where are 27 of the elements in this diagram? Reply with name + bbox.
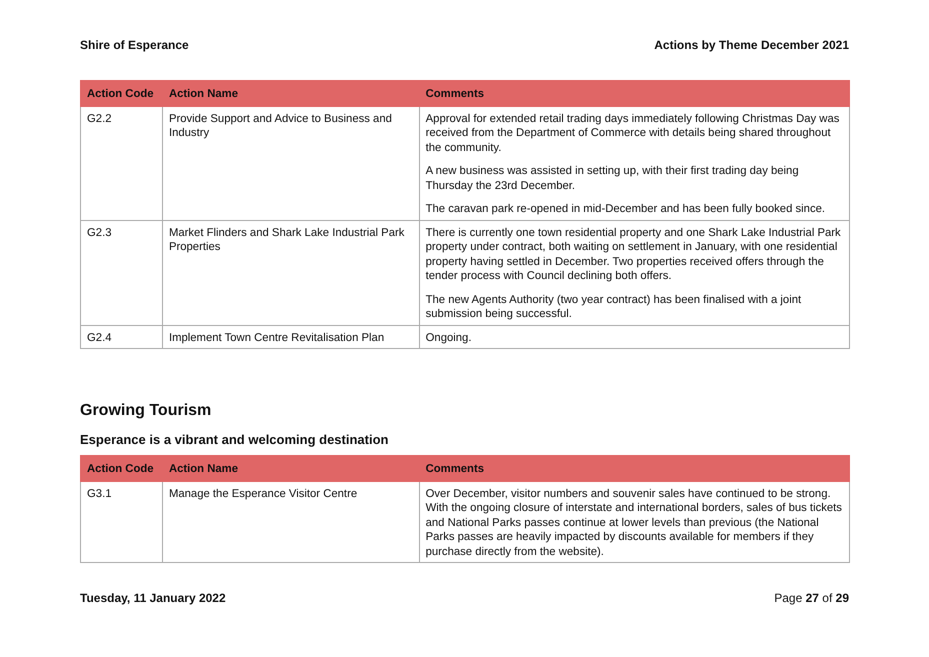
page-header: Actions by Theme December 2021: [654, 38, 849, 52]
section-heading: Growing Tourism: [80, 402, 212, 420]
comment-paragraph: The caravan park re-opened in mid-December and has been fully booked since.: [426, 202, 826, 216]
column-header: Action Code: [80, 80, 162, 106]
comment-paragraph: Approval for extended retail trading days immediately following Christmas Day was received from the Department of Commerce with details being shared throughout the community.: [426, 112, 840, 155]
page-footer-date: Tuesday, 11 January 2022: [80, 591, 226, 605]
comment-paragraph: Over December, visitor numbers and souvenir sales have continued to be strong. With the ongoing closure of interstate and international borders, sales of bus tickets and National Parks passes continue at lower levels than previous (the National Parks passes are heavily impacted by discounts available for members if they purchase directly from the website).: [426, 486, 843, 559]
column-header: Action Name: [162, 80, 420, 106]
action-name: Market Flinders and Shark Lake Industrial Park Properties: [162, 220, 420, 325]
column-header: Action Code: [80, 456, 162, 481]
column-header: Comments: [419, 80, 850, 106]
comment-paragraph: There is currently one town residential property and one Shark Lake Industrial Park property under contract, both waiting on settlement in January, with one residential property having settled in December. Two properties received offers through the tender process with Council declining both offers.: [426, 226, 842, 284]
action-code: G3.1: [80, 481, 162, 562]
page-header: Shire of Esperance: [80, 38, 189, 52]
action-name: Implement Town Centre Revitalisation Plan: [162, 325, 420, 348]
subheading: Esperance is a vibrant and welcoming destination: [80, 432, 388, 447]
column-header: Action Name: [162, 456, 420, 481]
action-code: G2.3: [80, 220, 162, 325]
action-code: G2.4: [80, 325, 162, 348]
column-header: Comments: [419, 456, 850, 481]
comment-paragraph: Ongoing.: [426, 330, 472, 345]
page-number: Page 27 of 29: [774, 591, 849, 605]
action-name: Provide Support and Advice to Business and Industry: [162, 106, 420, 220]
comment-paragraph: The new Agents Authority (two year contract) has been finalised with a joint submission being successful.: [426, 292, 802, 322]
action-name: Manage the Esperance Visitor Centre: [162, 481, 420, 562]
action-code: G2.2: [80, 106, 162, 220]
comment-paragraph: A new business was assisted in setting up, with their first trading day being Thursday the 23rd December.: [426, 164, 800, 193]
